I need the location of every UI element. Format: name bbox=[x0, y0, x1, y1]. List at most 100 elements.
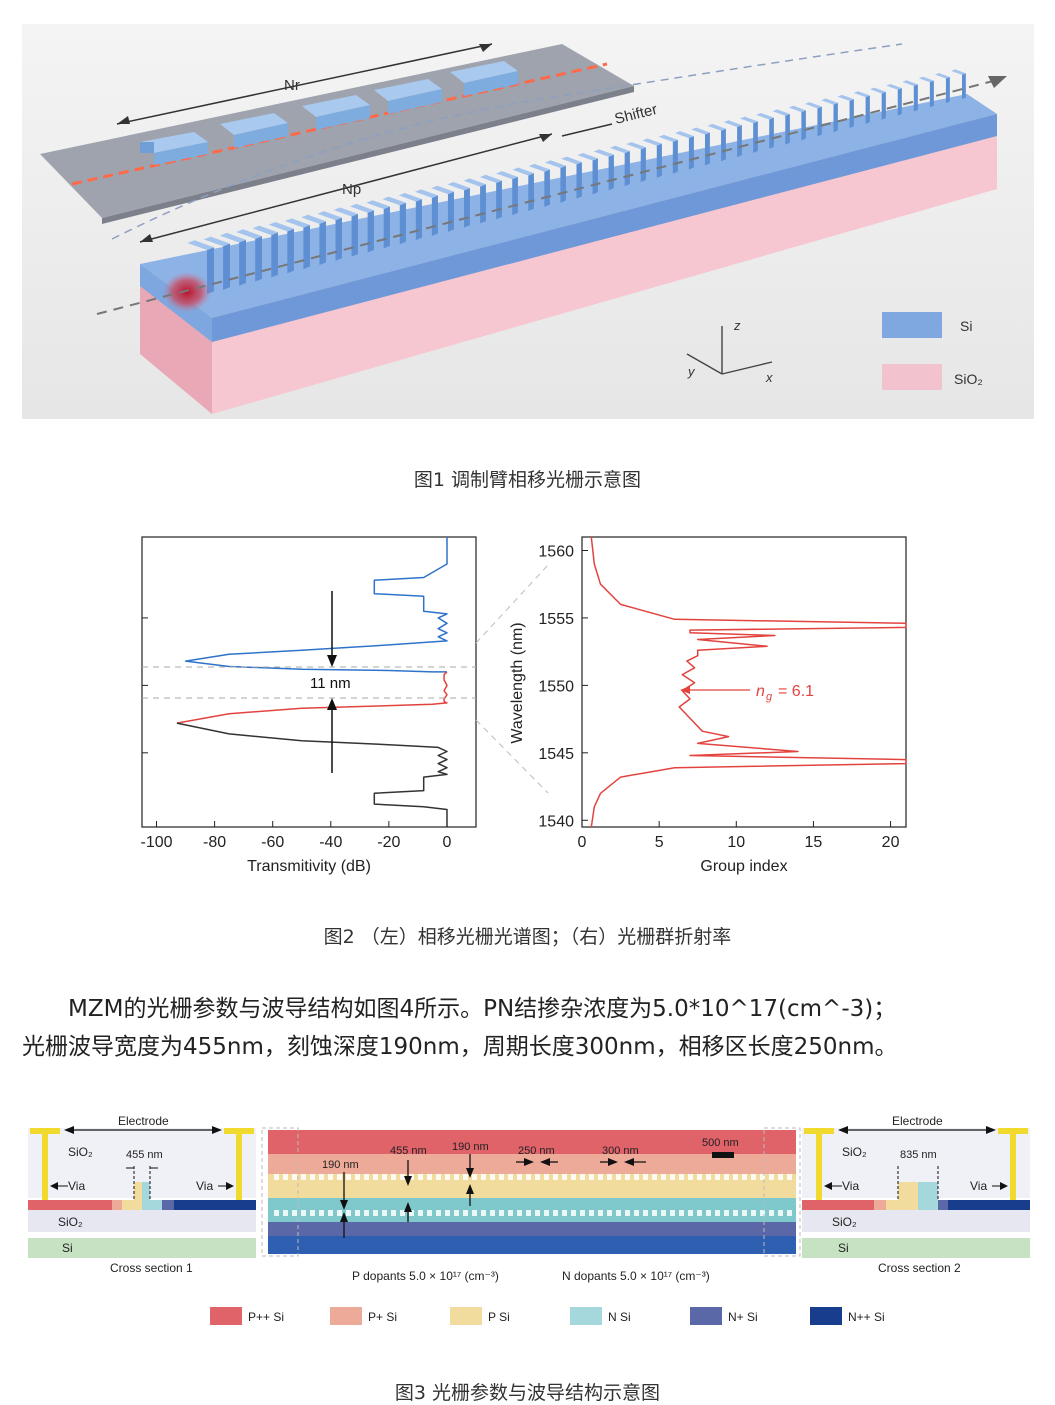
top-view-tooth bbox=[364, 1174, 369, 1180]
top-view-tooth bbox=[292, 1210, 297, 1216]
grating-tooth-front bbox=[640, 147, 646, 182]
top-view-tooth bbox=[670, 1174, 675, 1180]
top-view-tooth bbox=[364, 1210, 369, 1216]
left-plot-frame bbox=[141, 536, 477, 828]
grating-tooth-top bbox=[869, 87, 886, 94]
left-xtick-label: -100 bbox=[141, 834, 173, 851]
grating-tooth-front bbox=[624, 150, 630, 187]
top-view-tooth bbox=[679, 1174, 684, 1180]
grating-teeth bbox=[187, 69, 966, 294]
right-xtick-label: 15 bbox=[805, 834, 823, 851]
grating-tooth-front bbox=[319, 221, 326, 265]
top-view-tooth bbox=[391, 1174, 396, 1180]
cs2-sio2-top-label: SiO₂ bbox=[842, 1145, 867, 1159]
grating-tooth-top bbox=[853, 91, 870, 98]
cs1-via-left-label: Via bbox=[68, 1179, 85, 1193]
cs1-sio2-label: SiO₂ bbox=[58, 1215, 83, 1229]
grating-tooth-top bbox=[658, 134, 678, 142]
right-ytick-label: 1545 bbox=[538, 746, 574, 763]
top-view-tooth bbox=[472, 1210, 477, 1216]
top-view-tooth bbox=[508, 1210, 513, 1216]
transmission-series-0 bbox=[184, 537, 448, 673]
legend-si-swatch bbox=[882, 312, 942, 338]
cs2-width-label: 835 nm bbox=[900, 1149, 937, 1161]
figure1-caption: 图1 调制臂相移光栅示意图 bbox=[413, 469, 642, 491]
top-view-tooth bbox=[328, 1174, 333, 1180]
grating-tooth-top bbox=[626, 142, 646, 150]
grating-tooth-front bbox=[415, 199, 422, 241]
grating-tooth-front bbox=[704, 132, 710, 166]
legend-swatch bbox=[690, 1307, 722, 1325]
top-view-tooth bbox=[616, 1210, 621, 1216]
grating-tooth-top bbox=[528, 163, 550, 172]
top-view-tooth bbox=[652, 1174, 657, 1180]
grating-tooth-front bbox=[576, 162, 582, 199]
top-view-tooth bbox=[580, 1174, 585, 1180]
top-view-tooth bbox=[436, 1174, 441, 1180]
grating-tooth-front bbox=[897, 88, 902, 116]
grating-tooth-front bbox=[881, 91, 886, 120]
grating-tooth-front bbox=[817, 106, 822, 137]
grating-tooth-top bbox=[707, 123, 726, 131]
top-view-tooth bbox=[472, 1174, 477, 1180]
grating-tooth-top bbox=[463, 178, 486, 187]
legend-label: P Si bbox=[488, 1310, 510, 1324]
grating-tooth-front bbox=[480, 184, 486, 224]
grating-tooth-top bbox=[431, 185, 454, 195]
cs1-electrode-label: Electrode bbox=[118, 1114, 169, 1128]
grating-tooth-top bbox=[496, 171, 518, 180]
grating-tooth-top bbox=[642, 138, 662, 146]
top-view-tooth bbox=[625, 1210, 630, 1216]
cross-section-1 bbox=[28, 1126, 256, 1258]
right-xtick-label: 20 bbox=[882, 834, 900, 851]
group-index-series-0 bbox=[590, 536, 907, 828]
legend-swatch bbox=[210, 1307, 242, 1325]
np-label: Np bbox=[342, 181, 361, 198]
grating-tooth-top bbox=[821, 98, 838, 105]
grating-tooth-top bbox=[577, 152, 598, 161]
top-view-tooth bbox=[418, 1210, 423, 1216]
axes-indicator bbox=[686, 326, 773, 375]
top-view-tooth bbox=[706, 1210, 711, 1216]
top-view-tooth bbox=[382, 1210, 387, 1216]
top-view-tooth bbox=[724, 1174, 729, 1180]
grating-tooth-front bbox=[223, 243, 230, 290]
grating-tooth-top bbox=[479, 174, 502, 183]
figure3-diagram: Electrode SiO₂ 455 nm Via Via SiO₂ Si Cr… bbox=[28, 1114, 1030, 1325]
cs1-sio2-top-label: SiO₂ bbox=[68, 1145, 93, 1159]
grating-tooth-front bbox=[962, 73, 966, 99]
top-view-tooth bbox=[319, 1210, 324, 1216]
grating-tooth-front bbox=[496, 180, 502, 220]
top-view-tooth bbox=[778, 1174, 783, 1180]
grating-tooth-top bbox=[886, 83, 902, 90]
axis-y-label: y bbox=[687, 364, 696, 379]
grating-tooth-front bbox=[721, 128, 726, 162]
grating-tooth-top bbox=[284, 218, 310, 228]
axis-z-label: z bbox=[733, 318, 741, 333]
top-view-tooth bbox=[535, 1210, 540, 1216]
right-plot-frame bbox=[581, 536, 907, 828]
figure3-caption: 图3 光栅参数与波导结构示意图 bbox=[394, 1382, 661, 1404]
figure1-illustration: Nr Np Shifter z x y Si SiO₂ bbox=[22, 24, 1034, 419]
legend-label: P+ Si bbox=[368, 1310, 397, 1324]
right-ylabel: Wavelength (nm) bbox=[509, 622, 526, 743]
top-view-tooth bbox=[688, 1174, 693, 1180]
top-view-tooth bbox=[544, 1210, 549, 1216]
top-view-tooth bbox=[742, 1174, 747, 1180]
grating-tooth-front bbox=[560, 165, 566, 203]
top-view-tooth bbox=[508, 1174, 513, 1180]
transmission-series-1 bbox=[176, 671, 448, 724]
grating-tooth-top bbox=[512, 167, 534, 176]
top-view-tooth bbox=[661, 1210, 666, 1216]
grating-tooth-top bbox=[739, 116, 758, 124]
grating-tooth-front bbox=[592, 158, 598, 195]
dim-300-label: 300 nm bbox=[602, 1145, 639, 1157]
grating-tooth-front bbox=[849, 99, 854, 129]
top-view-tooth bbox=[724, 1210, 729, 1216]
legend-label: N Si bbox=[608, 1310, 631, 1324]
legend-swatch bbox=[330, 1307, 362, 1325]
top-view-tooth bbox=[643, 1174, 648, 1180]
nr-label: Nr bbox=[284, 77, 300, 94]
right-ytick-label: 1540 bbox=[538, 813, 574, 830]
